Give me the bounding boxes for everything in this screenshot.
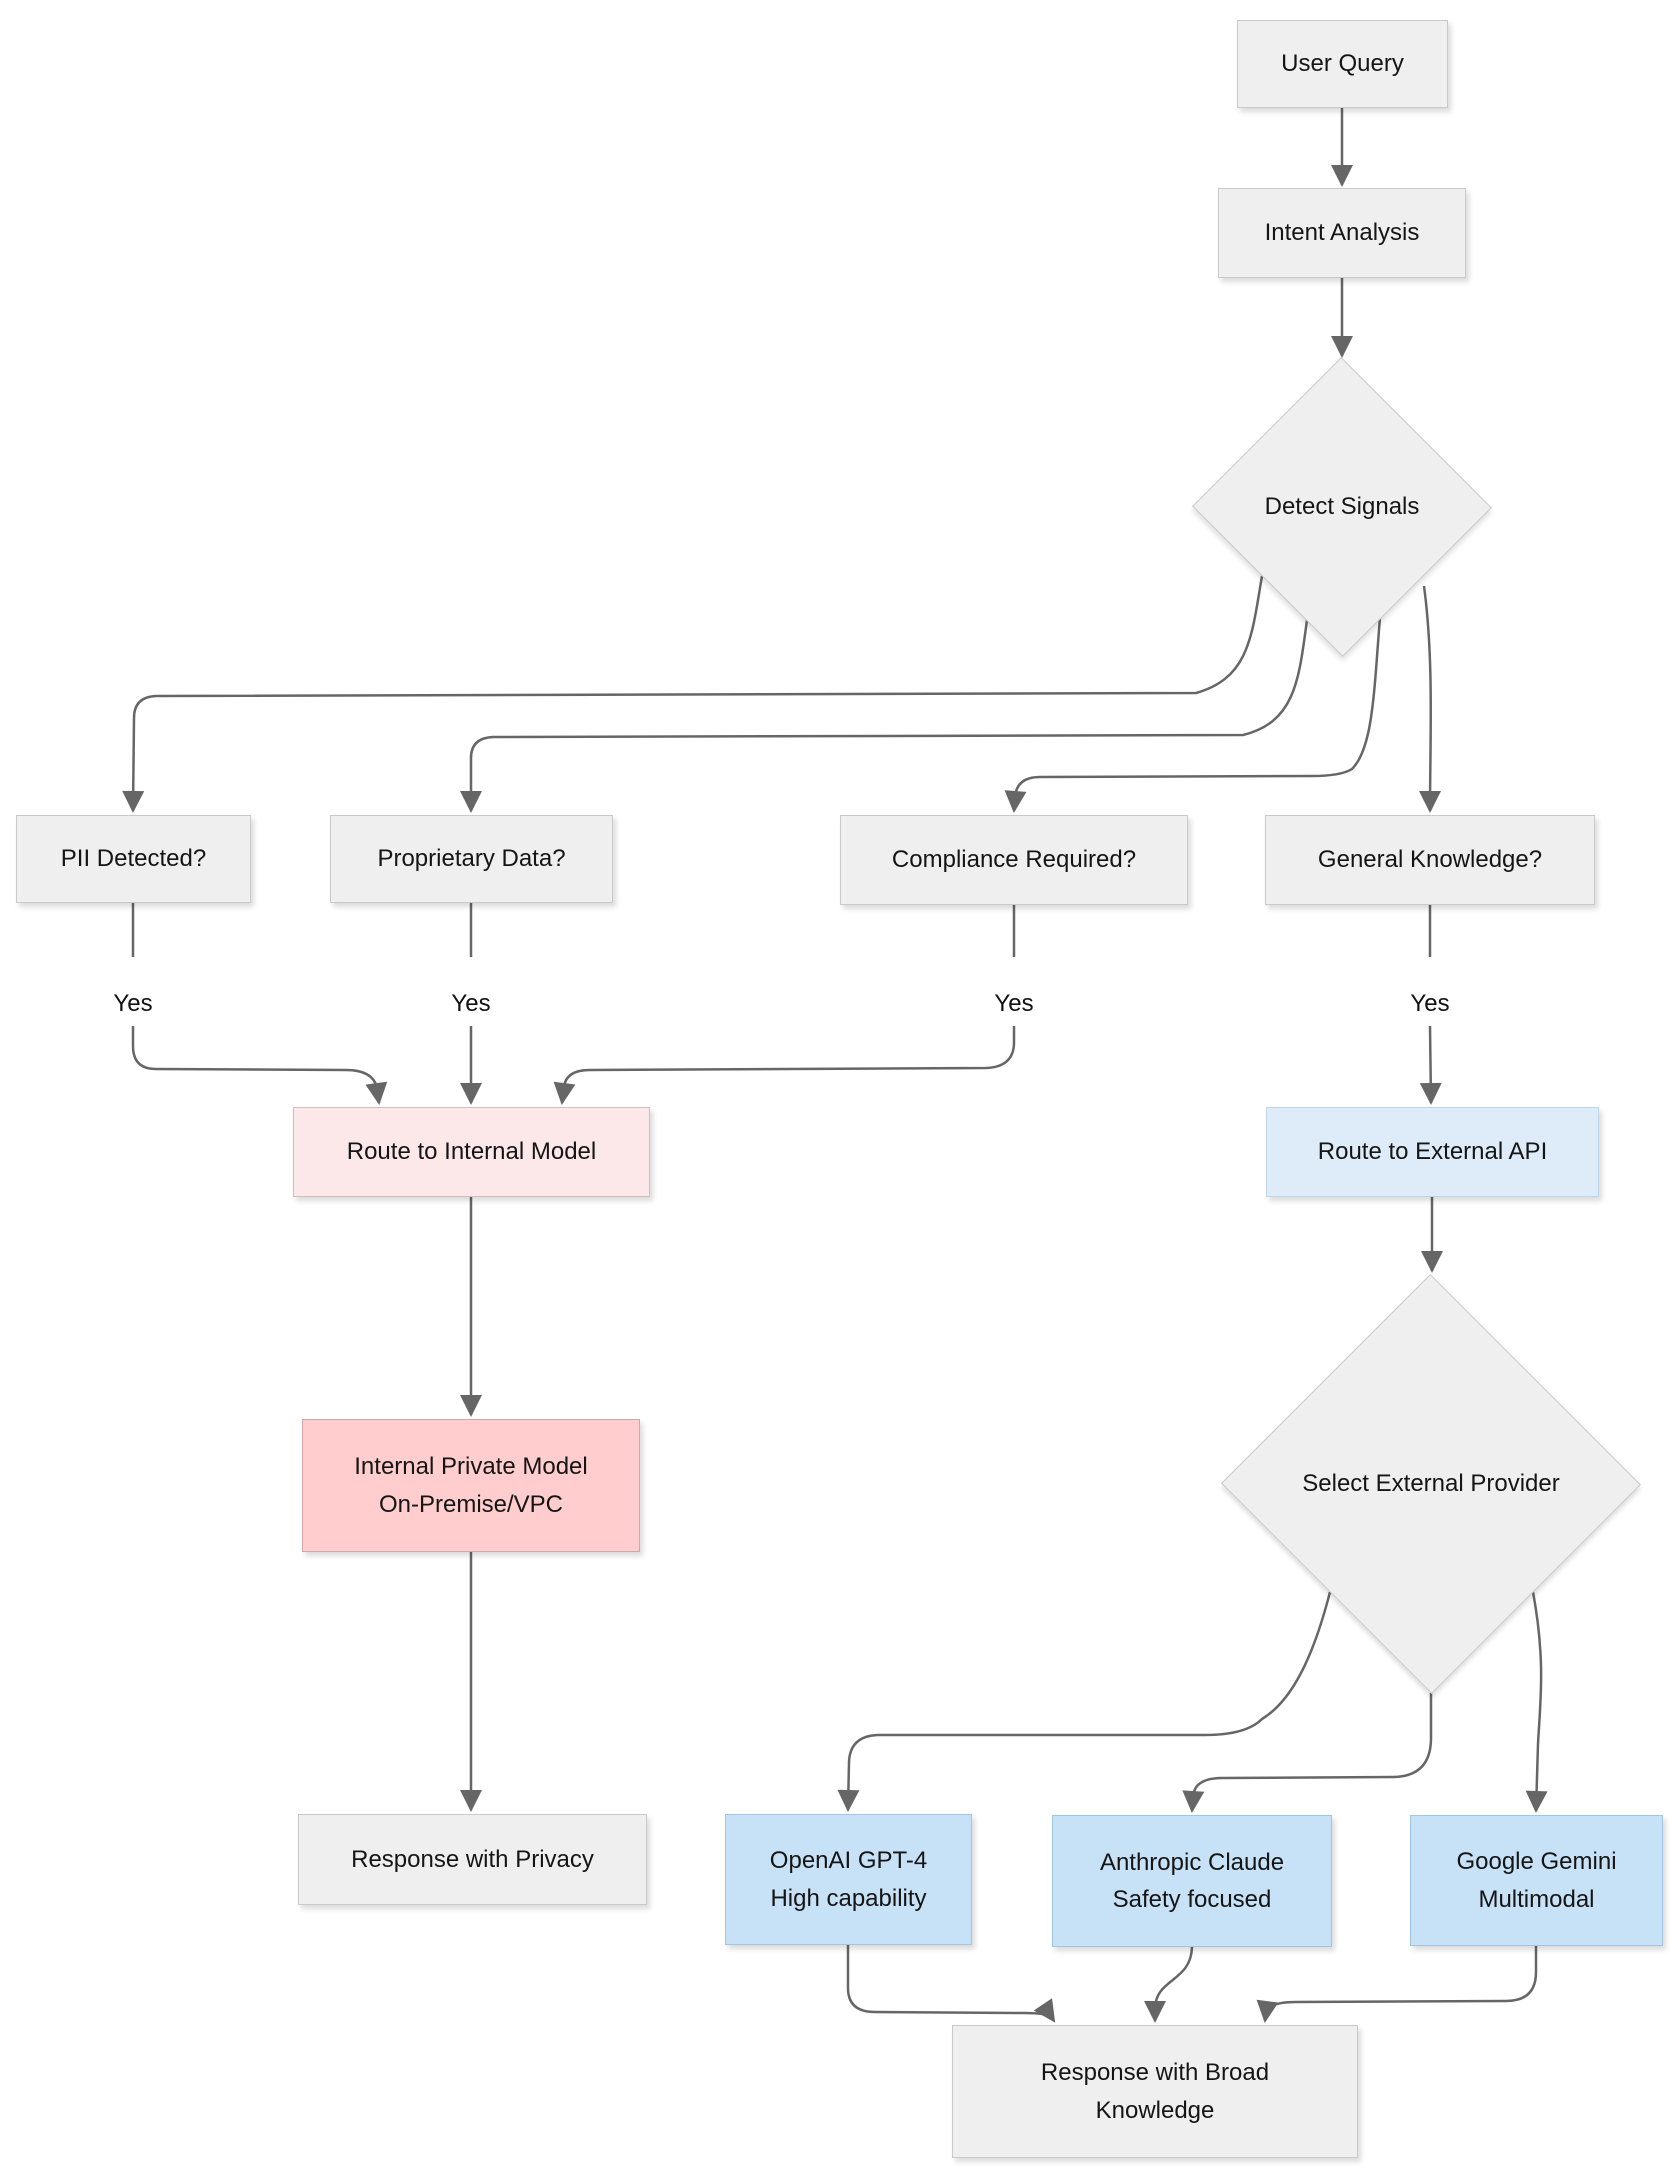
edge-pii-route-internal-b bbox=[131, 1026, 388, 1105]
node-general-knowledge: General Knowledge? bbox=[1265, 815, 1595, 905]
edge-label-yes-compliance: Yes bbox=[964, 990, 1064, 1018]
edge-general-route-external-b bbox=[1419, 1025, 1442, 1105]
node-openai-gpt4: OpenAI GPT-4 High capability bbox=[725, 1814, 972, 1945]
edge-google-response-broad bbox=[1256, 1946, 1538, 2023]
node-compliance-required: Compliance Required? bbox=[840, 815, 1188, 905]
node-intent-analysis: Intent Analysis bbox=[1218, 188, 1466, 278]
node-detect-signals: Detect Signals bbox=[1192, 357, 1492, 657]
edge-detect-pii bbox=[122, 575, 1264, 813]
node-google-gemini: Google Gemini Multimodal bbox=[1410, 1815, 1663, 1946]
detect-signals-label: Detect Signals bbox=[1264, 493, 1420, 520]
node-route-internal-model: Route to Internal Model bbox=[293, 1107, 650, 1197]
edge-compliance-route-internal-b bbox=[553, 1026, 1016, 1105]
node-proprietary-data: Proprietary Data? bbox=[330, 815, 613, 903]
node-pii-detected: PII Detected? bbox=[16, 815, 251, 903]
edge-select-anthropic bbox=[1182, 1693, 1433, 1813]
node-response-broad-knowledge: Response with Broad Knowledge bbox=[952, 2025, 1358, 2158]
node-user-query: User Query bbox=[1237, 20, 1448, 108]
edge-detect-proprietary bbox=[460, 619, 1309, 813]
edge-label-yes-pii: Yes bbox=[83, 990, 183, 1018]
node-internal-private-model: Internal Private Model On-Premise/VPC bbox=[302, 1419, 640, 1552]
edge-label-yes-proprietary: Yes bbox=[421, 990, 521, 1018]
edge-select-openai bbox=[837, 1591, 1332, 1812]
node-response-with-privacy: Response with Privacy bbox=[298, 1814, 647, 1905]
node-route-external-api: Route to External API bbox=[1266, 1107, 1599, 1197]
edge-label-yes-general: Yes bbox=[1380, 990, 1480, 1018]
node-select-external-provider: Select External Provider bbox=[1220, 1273, 1642, 1695]
edge-select-google bbox=[1525, 1591, 1548, 1813]
edge-openai-response-broad bbox=[846, 1945, 1056, 2023]
edge-detect-compliance bbox=[1004, 616, 1382, 813]
edge-detect-general bbox=[1419, 585, 1442, 813]
node-anthropic-claude: Anthropic Claude Safety focused bbox=[1052, 1815, 1332, 1947]
edge-anthropic-response-broad bbox=[1144, 1946, 1194, 2023]
select-provider-label: Select External Provider bbox=[1302, 1470, 1560, 1497]
